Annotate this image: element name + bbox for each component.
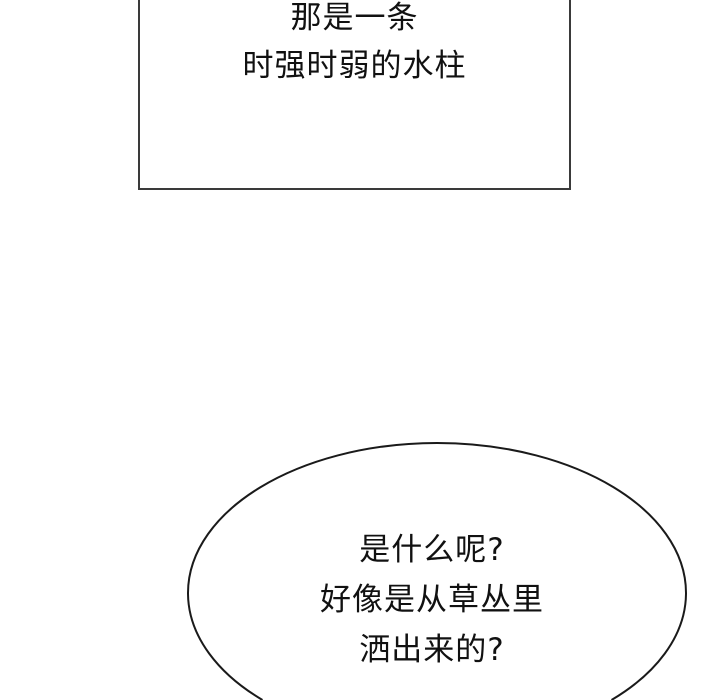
speech-bubble-text: 是什么呢? 好像是从草丛里 洒出来的? xyxy=(282,520,582,680)
caption-line-1: 那是一条 xyxy=(290,0,419,36)
speech-bubble-outline xyxy=(187,441,687,700)
bubble-line-3: 洒出来的? xyxy=(359,632,505,668)
bubble-line-2: 好像是从草丛里 xyxy=(320,582,544,618)
bubble-line-1: 是什么呢? xyxy=(359,532,505,568)
caption-line-2: 时强时弱的水柱 xyxy=(242,48,467,84)
caption-box: 那是一条 时强时弱的水柱 xyxy=(138,0,571,190)
